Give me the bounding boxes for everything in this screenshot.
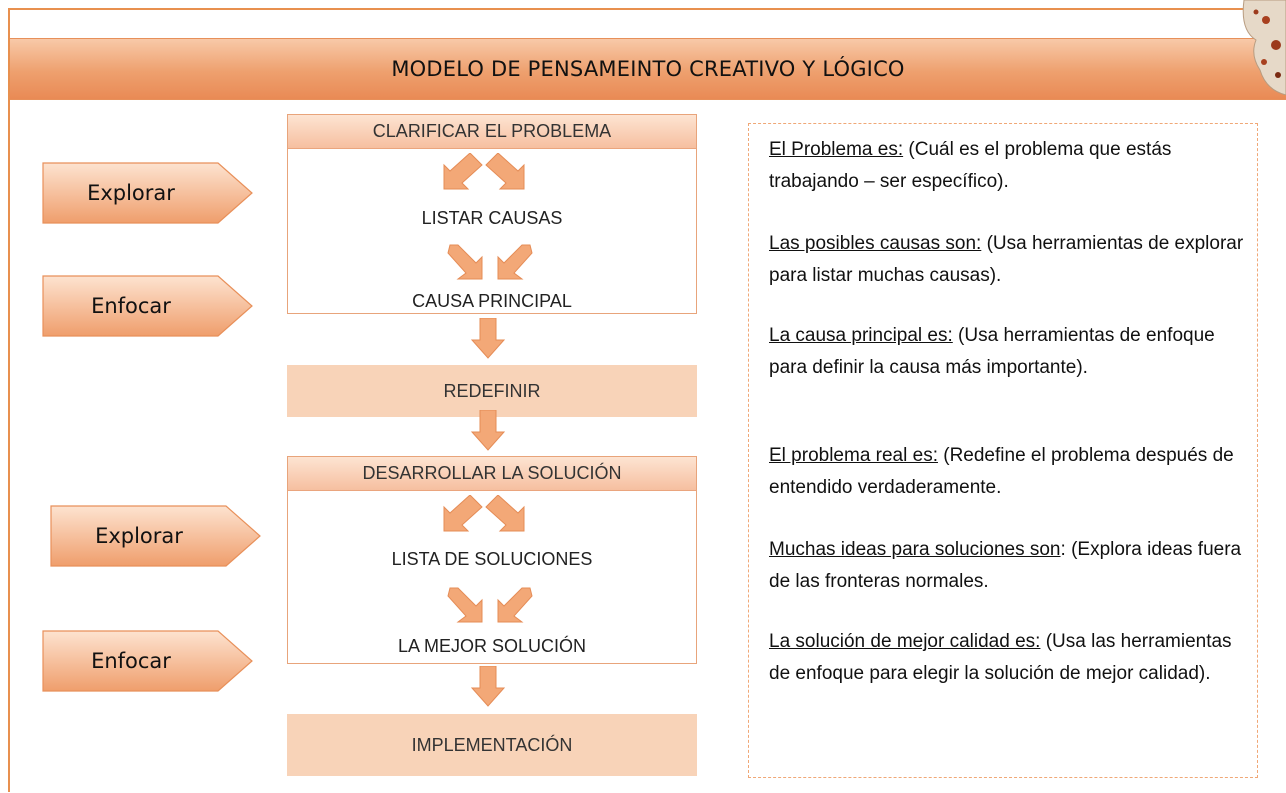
redefine-step: REDEFINIR (287, 365, 697, 417)
note-text: (Usa las herramientas de enfoque para el… (769, 631, 1232, 684)
down-arrow-icon (470, 666, 506, 707)
converge-arrows-icon (447, 244, 533, 280)
note-text: (Redefine el problema después de entendi… (769, 445, 1234, 498)
title-banner: MODELO DE PENSAMEINTO CREATIVO Y LÓGICO (10, 38, 1286, 100)
explore-label-text: Explorar (87, 181, 175, 205)
clarify-problem-header: CLARIFICAR EL PROBLEMA (288, 115, 696, 149)
note-text: (Usa herramientas de enfoque para defini… (769, 325, 1215, 378)
diverge-arrows-icon (443, 495, 525, 532)
page-frame (8, 8, 1280, 792)
note-real-problem: El problema real es: (Redefine el proble… (769, 440, 1249, 504)
down-arrow-icon (470, 318, 506, 359)
note-lead: La solución de mejor calidad es: (769, 631, 1041, 652)
note-text: (Usa herramientas de explorar para lista… (769, 233, 1244, 286)
note-text: : (Explora ideas fuera de las fronteras … (769, 539, 1242, 592)
note-solution-ideas: Muchas ideas para soluciones son: (Explo… (769, 534, 1249, 598)
develop-solution-header: DESARROLLAR LA SOLUCIÓN (288, 457, 696, 491)
note-lead: Las posibles causas son: (769, 233, 982, 254)
note-lead: El Problema es: (769, 139, 904, 160)
converge-arrows-icon (447, 587, 533, 623)
note-problem: El Problema es: (Cuál es el problema que… (769, 134, 1249, 198)
clarify-problem-box: CLARIFICAR EL PROBLEMA (287, 114, 697, 314)
solutions-list-label: LISTA DE SOLUCIONES (391, 549, 593, 569)
develop-solution-box: DESARROLLAR LA SOLUCIÓN (287, 456, 697, 664)
note-lead: El problema real es: (769, 445, 938, 466)
corner-decoration-image (1242, 0, 1286, 95)
note-best-solution: La solución de mejor calidad es: (Usa la… (769, 626, 1249, 690)
explore-label-text: Explorar (95, 524, 183, 548)
down-arrow-icon (470, 410, 506, 451)
note-text: (Cuál es el problema que estás trabajand… (769, 139, 1172, 192)
focus-label-1: Enfocar (42, 275, 254, 337)
focus-label-text: Enfocar (91, 649, 171, 673)
list-causes-label: LISTAR CAUSAS (421, 208, 563, 228)
implementation-step: IMPLEMENTACIÓN (287, 714, 697, 776)
pentagon-shape (42, 630, 253, 692)
page-title: MODELO DE PENSAMEINTO CREATIVO Y LÓGICO (391, 57, 905, 81)
note-lead: La causa principal es: (769, 325, 953, 346)
explore-label-1: Explorar (42, 162, 254, 224)
pentagon-shape (42, 162, 253, 224)
main-cause-label: CAUSA PRINCIPAL (412, 291, 572, 311)
pentagon-shape (50, 505, 261, 567)
note-possible-causes: Las posibles causas son: (Usa herramient… (769, 228, 1249, 292)
explore-label-2: Explorar (50, 505, 262, 567)
note-lead: Muchas ideas para soluciones son (769, 539, 1061, 560)
notes-panel: El Problema es: (Cuál es el problema que… (748, 123, 1258, 778)
pentagon-shape (42, 275, 253, 337)
note-main-cause: La causa principal es: (Usa herramientas… (769, 320, 1249, 384)
focus-label-text: Enfocar (91, 294, 171, 318)
focus-label-2: Enfocar (42, 630, 254, 692)
best-solution-label: LA MEJOR SOLUCIÓN (397, 636, 587, 656)
diverge-arrows-icon (443, 153, 525, 190)
